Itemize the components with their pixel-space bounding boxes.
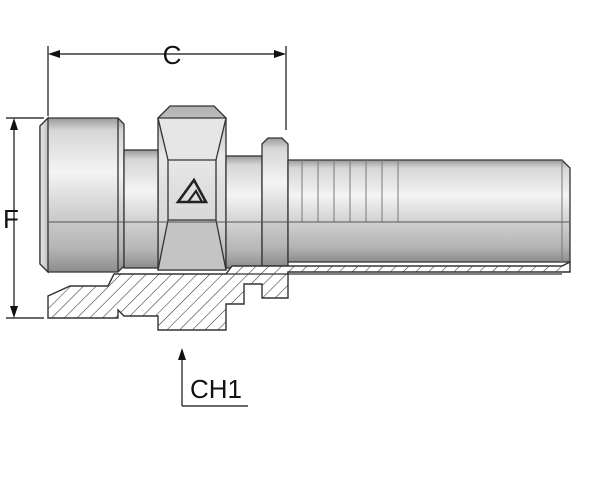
dimension-ch1-label: CH1 <box>190 374 242 404</box>
nut-neck <box>123 149 159 269</box>
cross-section-hatch <box>47 260 571 331</box>
stem-collar <box>261 137 289 267</box>
hose-tail-barbs <box>301 160 563 262</box>
dimension-f: F <box>3 117 44 319</box>
hose-tail <box>287 159 571 263</box>
dimension-f-label: F <box>3 204 19 234</box>
dimension-c: C <box>47 40 287 130</box>
dimension-c-label: C <box>163 40 182 70</box>
nut-front-face <box>39 116 49 274</box>
swivel-nut <box>39 117 125 273</box>
hex-flat-upper <box>157 117 227 161</box>
hex-flat-lower <box>157 219 227 271</box>
triangle-logo-icon <box>175 177 209 204</box>
dimension-ch1: CH1 <box>178 348 248 407</box>
fitting-body-exterior <box>39 105 571 274</box>
stem-shoulder <box>225 155 263 269</box>
